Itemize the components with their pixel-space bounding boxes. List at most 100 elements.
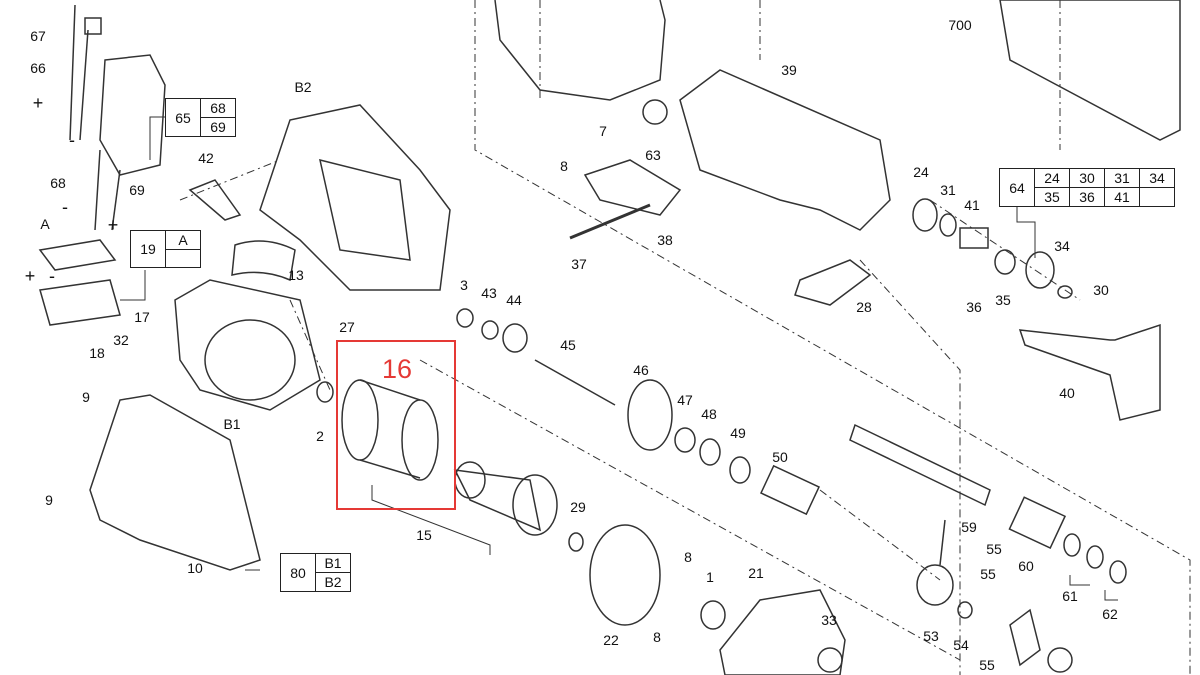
part-label: - [62, 197, 68, 217]
table-cell: 41 [1104, 187, 1140, 207]
part-label: 40 [1059, 385, 1075, 401]
armature-15 [453, 461, 558, 536]
part-label: B1 [223, 416, 241, 432]
table-cell: 30 [1069, 168, 1105, 188]
part-label: - [69, 130, 75, 150]
part-label: 32 [113, 332, 129, 348]
part-label: 30 [1093, 282, 1109, 298]
part-label: 29 [570, 499, 586, 515]
part-label: 53 [923, 628, 939, 644]
part-label: 60 [1018, 558, 1034, 574]
part-37 [569, 203, 651, 240]
table-cell: A [165, 230, 201, 250]
part-label: 35 [995, 292, 1011, 308]
part-label: 10 [187, 560, 203, 576]
switch-and-wires [69, 4, 166, 231]
part-label: 43 [481, 285, 497, 301]
part-label: 69 [129, 182, 145, 198]
part-label: B2 [294, 79, 312, 95]
part-label: 8 [653, 629, 661, 645]
part-label: 59 [961, 519, 977, 535]
part-label: 1 [706, 569, 714, 585]
leader-lines [120, 116, 1118, 601]
part-label: 33 [821, 612, 837, 628]
part-label: A [40, 216, 50, 232]
part-label: 36 [966, 299, 982, 315]
part-label: 67 [30, 28, 46, 44]
plunger-59 [849, 423, 1127, 584]
table-cell: B2 [315, 572, 351, 592]
part-label: 54 [953, 637, 969, 653]
table-cell [165, 249, 201, 268]
part-16-magnet [341, 379, 439, 481]
highlight-label: 16 [382, 354, 413, 384]
part-label: 700 [948, 17, 972, 33]
part-label: - [49, 266, 55, 286]
gearbox-top [494, 0, 668, 125]
part-label: 22 [603, 632, 619, 648]
part-label: 45 [560, 337, 576, 353]
part-label: 55 [980, 566, 996, 582]
nose-39 [679, 69, 891, 231]
part-label: 63 [645, 147, 661, 163]
part-label: 55 [986, 541, 1002, 557]
shoe-40 [1018, 323, 1161, 421]
table-cell: 34 [1139, 168, 1175, 188]
table-main-cell: 64 [999, 168, 1035, 207]
part-label: 61 [1062, 588, 1078, 604]
part-29 [568, 532, 584, 552]
part-label: 7 [599, 123, 607, 139]
part-label: + [32, 93, 44, 113]
part-label: 9 [45, 492, 53, 508]
part-label: 13 [288, 267, 304, 283]
part-label: 66 [30, 60, 46, 76]
housing-b1 [89, 394, 261, 571]
part-label: 62 [1102, 606, 1118, 622]
part-label: 34 [1054, 238, 1070, 254]
part-label: 8 [684, 549, 692, 565]
part-label: 68 [50, 175, 66, 191]
part-a-bracket [38, 239, 121, 326]
part-label: 55 [979, 657, 995, 673]
motor-housing [174, 279, 321, 411]
table-cell: 68 [200, 98, 236, 118]
part-label: 49 [730, 425, 746, 441]
part-label: + [24, 266, 36, 286]
gear-train [534, 359, 820, 516]
part-label: 3 [460, 277, 468, 293]
table-main-cell: 19 [130, 230, 166, 268]
gear-case-21 [700, 589, 846, 675]
part-label: 15 [416, 527, 432, 543]
part-label: 17 [134, 309, 150, 325]
small-rings [316, 308, 528, 403]
table-cell [1139, 187, 1175, 207]
table-cell: 69 [200, 117, 236, 137]
part-label: 39 [781, 62, 797, 78]
part-label: 21 [748, 565, 764, 581]
highlight-box-part-16: 16 [336, 340, 456, 510]
part-label: 24 [913, 164, 929, 180]
table-cell: B1 [315, 553, 351, 573]
part-label: + [107, 215, 119, 235]
part-label: 38 [657, 232, 673, 248]
part-label: 28 [856, 299, 872, 315]
part-label: 37 [571, 256, 587, 272]
part-label: 2 [316, 428, 324, 444]
part-13 [231, 240, 296, 282]
part-label: 18 [89, 345, 105, 361]
part-label: 8 [560, 158, 568, 174]
housing-b2 [259, 104, 451, 291]
table-main-cell: 80 [280, 553, 316, 592]
case-700 [999, 0, 1181, 141]
table-main-cell: 65 [165, 98, 201, 137]
part-label: 50 [772, 449, 788, 465]
part-label: 47 [677, 392, 693, 408]
part-28 [794, 259, 872, 306]
part-42 [188, 179, 242, 221]
part-label: 48 [701, 406, 717, 422]
